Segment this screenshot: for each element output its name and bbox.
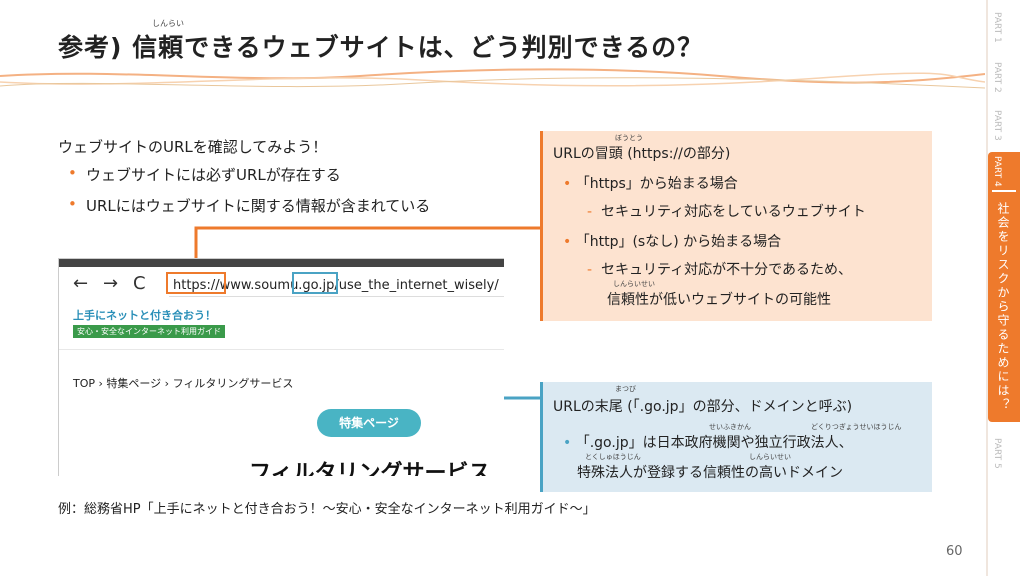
heading-ruby: まつび [615,385,636,393]
callout-heading: URLの冒頭 (https://の部分) [553,146,731,162]
bullet-item: ウェブサイトには必ずURLが存在する [68,164,430,185]
nav-part-4-active[interactable]: PART 4 社会をリスクから守るためには？ [988,152,1020,422]
callout-subitem: 信頼性が低いウェブサイトの可能性 [607,292,831,308]
https-highlight [166,272,226,294]
intro-text: ウェブサイトのURLを確認してみよう！ [58,138,328,156]
site-logo[interactable]: 上手にネットと付き合おう！ [73,309,216,322]
nav-part-3[interactable]: PART 3 [992,110,1002,141]
page-number: 60 [946,544,963,559]
callout-bullet: 「.go.jp」は日本政府機関や独立行政法人、 [575,435,853,451]
bullet-item: URLにはウェブサイトに関する情報が含まれている [68,195,430,216]
domain-highlight [292,272,338,294]
callout-subitem: セキュリティ対応が不十分であるため、 [600,262,852,278]
callout-bullet: 「http」(sなし) から始まる場合 [575,234,782,250]
page-title: 参考) 信頼できるウェブサイトは、どう判別できるの？ [58,33,704,62]
url-text: https://www.soumu.go.jp/use_the_internet… [173,278,499,293]
address-bar[interactable]: https://www.soumu.go.jp/use_the_internet… [169,275,504,297]
callout-bullet: 「https」から始まる場合 [575,176,738,192]
breadcrumb[interactable]: TOP › 特集ページ › フィルタリングサービス [73,377,294,390]
callout-heading: URLの末尾 (「.go.jp」の部分、ドメインと呼ぶ) [553,399,853,415]
page-heading: フィルタリングサービス [249,461,491,476]
callout-bullet-cont: 特殊法人が登録する信頼性の高いドメイン [577,465,843,481]
nav-active-label: 社会をリスクから守るためには？ [996,202,1010,412]
callout-url-suffix: まつび URLの末尾 (「.go.jp」の部分、ドメインと呼ぶ) せいふきかん … [540,382,932,492]
heading-ruby: ぼうとう [615,134,643,142]
decorative-wave [0,68,985,89]
nav-part-1[interactable]: PART 1 [992,12,1002,43]
reload-icon[interactable]: C [133,273,146,294]
feature-pill-button[interactable]: 特集ページ [317,409,421,437]
nav-part-5[interactable]: PART 5 [992,438,1002,469]
callout-subitem: セキュリティ対応をしているウェブサイト [600,204,866,220]
nav-divider [986,0,988,576]
callout-url-prefix: ぼうとう URLの冒頭 (https://の部分) • 「https」から始まる… [540,131,932,321]
back-arrow-icon[interactable]: ← [73,273,89,294]
example-caption: 例：総務省HP「上手にネットと付き合おう！～安心・安全なインターネット利用ガイド… [58,502,596,517]
nav-part-2[interactable]: PART 2 [992,62,1002,93]
forward-arrow-icon[interactable]: → [103,273,119,294]
bullet-list: ウェブサイトには必ずURLが存在する URLにはウェブサイトに関する情報が含まれ… [68,164,430,226]
browser-screenshot: ← → C https://www.soumu.go.jp/use_the_in… [58,258,504,476]
title-ruby: しんらい [152,19,184,28]
site-logo-sub: 安心・安全なインターネット利用ガイド [73,325,225,338]
